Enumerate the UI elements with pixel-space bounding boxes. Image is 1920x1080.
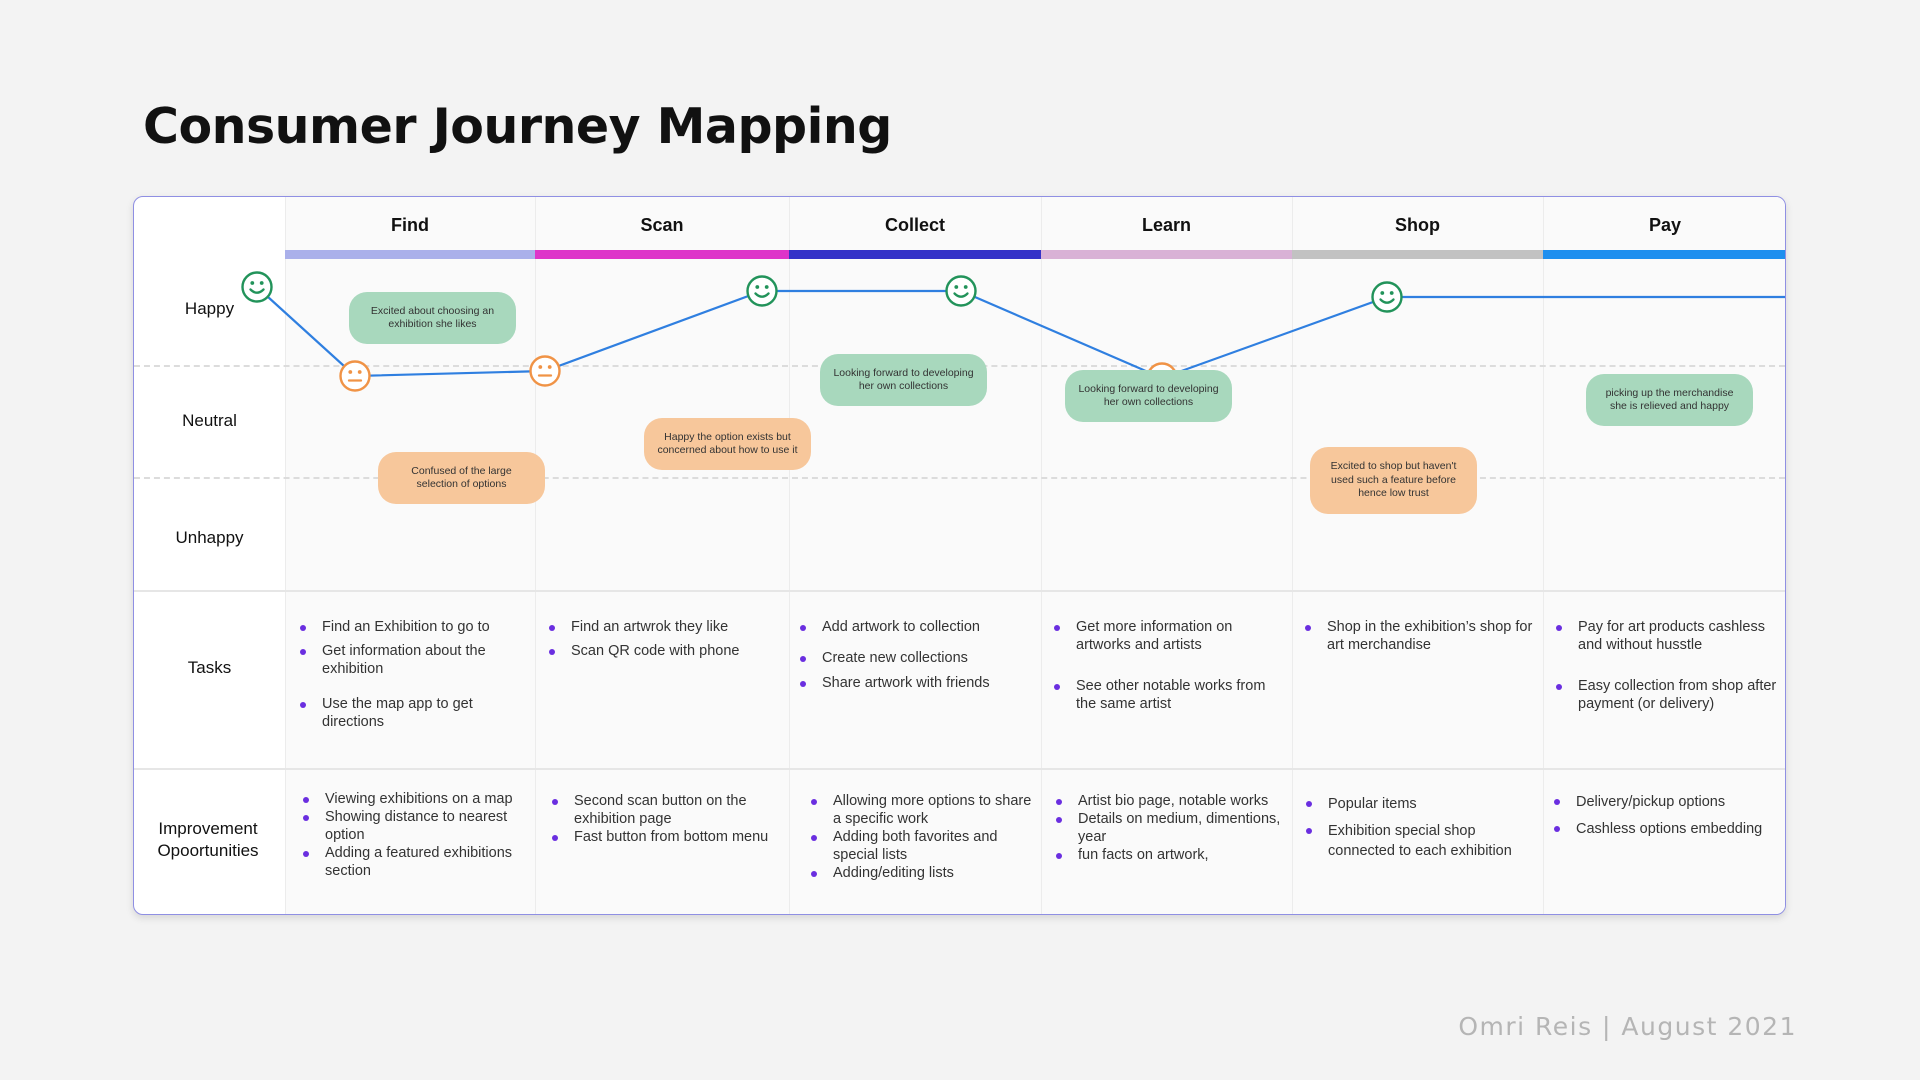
- list-item: Shop in the exhibition’s shop for art me…: [1303, 618, 1533, 654]
- list-item: fun facts on artwork,: [1054, 846, 1286, 864]
- stage-column-scan: [535, 197, 790, 914]
- stage-column-learn: [1041, 197, 1293, 914]
- stage-bar-find: [285, 250, 535, 259]
- tasks-list-shop: Shop in the exhibition’s shop for art me…: [1303, 618, 1533, 654]
- list-item: Get more information on artworks and art…: [1052, 618, 1288, 654]
- stage-header-scan: Scan: [640, 215, 684, 235]
- list-item: Find an Exhibition to go to: [298, 618, 528, 636]
- list-item: Delivery/pickup options: [1552, 792, 1782, 812]
- row-label-improvement: Improvement Opoortunities: [157, 819, 259, 860]
- stage-header-pay: Pay: [1648, 215, 1682, 235]
- happy-face-icon: [944, 274, 978, 308]
- row-label-tasks: Tasks: [187, 658, 232, 677]
- improvements-list-pay: Delivery/pickup options Cashless options…: [1552, 792, 1782, 839]
- list-item: Artist bio page, notable works: [1054, 792, 1286, 810]
- note-find-neutral: Confused of the large selection of optio…: [378, 452, 545, 504]
- improvements-list-scan: Second scan button on the exhibition pag…: [550, 792, 786, 846]
- page-title: Consumer Journey Mapping: [143, 98, 892, 155]
- list-item: Viewing exhibitions on a map: [301, 790, 527, 808]
- list-item: Details on medium, dimentions, year: [1054, 810, 1286, 846]
- list-item: Scan QR code with phone: [547, 642, 783, 660]
- list-item: Pay for art products cashless and withou…: [1554, 618, 1782, 654]
- list-item: See other notable works from the same ar…: [1052, 677, 1288, 713]
- tasks-list-scan: Find an artwrok they like Scan QR code w…: [547, 618, 783, 660]
- list-item: Get information about the exhibition: [298, 642, 528, 678]
- journey-map-card: Find Scan Collect Learn Shop Pay Happy N…: [133, 196, 1786, 915]
- happy-face-icon: [240, 270, 274, 304]
- happy-face-icon: [745, 274, 779, 308]
- emotion-curve: [256, 286, 1785, 380]
- improvements-list-shop: Popular items Exhibition special shop co…: [1304, 794, 1534, 861]
- divider-tasks-improvement: [134, 768, 1785, 770]
- stage-header-collect: Collect: [884, 215, 945, 235]
- note-shop-neutral: Excited to shop but haven't used such a …: [1310, 447, 1477, 514]
- list-item: Add artwork to collection: [798, 618, 1036, 636]
- stage-bar-learn: [1041, 250, 1292, 259]
- note-collect-happy: Looking forward to developing her own co…: [820, 354, 987, 406]
- list-item: Exhibition special shop connected to eac…: [1304, 821, 1534, 861]
- list-item: Allowing more options to share a specifi…: [809, 792, 1039, 828]
- note-pay-happy: picking up the merchandise she is reliev…: [1586, 374, 1753, 426]
- improvements-list-find: Viewing exhibitions on a map Showing dis…: [301, 790, 527, 880]
- stage-header-find: Find: [391, 215, 429, 235]
- list-item: Find an artwrok they like: [547, 618, 783, 636]
- list-item: Use the map app to get directions: [298, 695, 528, 731]
- row-label-happy: Happy: [184, 299, 235, 318]
- list-item: Share artwork with friends: [798, 674, 1036, 692]
- emotion-curve-line: [256, 286, 1785, 380]
- list-item: Create new collections: [798, 649, 1036, 667]
- stage-header-learn: Learn: [1141, 215, 1192, 235]
- list-item: Adding both favorites and special lists: [809, 828, 1039, 864]
- tasks-list-pay: Pay for art products cashless and withou…: [1554, 618, 1782, 713]
- stage-column-collect: [789, 197, 1042, 914]
- stage-column-pay: [1543, 197, 1785, 914]
- list-item: Second scan button on the exhibition pag…: [550, 792, 786, 828]
- list-item: Adding a featured exhibitions section: [301, 844, 527, 880]
- stage-header-shop: Shop: [1395, 215, 1440, 235]
- list-item: Showing distance to nearest option: [301, 808, 527, 844]
- note-find-happy: Excited about choosing an exhibition she…: [349, 292, 516, 344]
- row-label-unhappy: Unhappy: [175, 528, 244, 547]
- note-scan-neutral: Happy the option exists but concerned ab…: [644, 418, 811, 470]
- list-item: Adding/editing lists: [809, 864, 1039, 882]
- row-label-neutral: Neutral: [182, 411, 237, 430]
- note-learn-happy: Looking forward to developing her own co…: [1065, 370, 1232, 422]
- tasks-list-learn: Get more information on artworks and art…: [1052, 618, 1288, 713]
- list-item: Popular items: [1304, 794, 1534, 814]
- divider-emotion-tasks: [134, 590, 1785, 592]
- improvements-list-collect: Allowing more options to share a specifi…: [809, 792, 1039, 882]
- divider-neutral-unhappy: [134, 477, 1785, 479]
- neutral-face-icon: [528, 354, 562, 388]
- tasks-list-find: Find an Exhibition to go to Get informat…: [298, 618, 528, 731]
- happy-face-icon: [1370, 280, 1404, 314]
- list-item: Fast button from bottom menu: [550, 828, 786, 846]
- improvements-list-learn: Artist bio page, notable works Details o…: [1054, 792, 1286, 864]
- list-item: Easy collection from shop after payment …: [1554, 677, 1782, 713]
- stage-bar-scan: [535, 250, 789, 259]
- list-item: Cashless options embedding: [1552, 819, 1782, 839]
- stage-bar-pay: [1543, 250, 1785, 259]
- stage-bar-shop: [1292, 250, 1543, 259]
- stage-bar-collect: [789, 250, 1041, 259]
- author-date-footer: Omri Reis | August 2021: [1458, 1012, 1797, 1041]
- tasks-list-collect: Add artwork to collection Create new col…: [798, 618, 1036, 692]
- neutral-face-icon: [338, 359, 372, 393]
